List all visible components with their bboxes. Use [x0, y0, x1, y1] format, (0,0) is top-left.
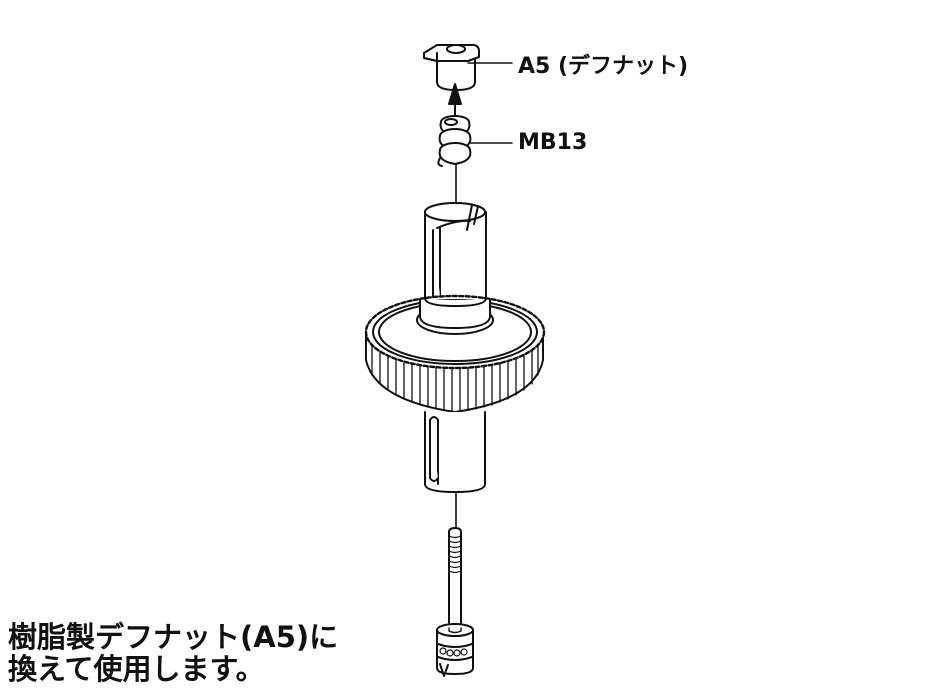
- spring-mb13-part: [437, 115, 513, 167]
- diff-nut-a5-part: [423, 43, 513, 91]
- callout-label-mb13-spring: MB13: [518, 130, 588, 155]
- lower-cup-shaft: [424, 411, 486, 493]
- callout-label-a5-diff-nut: A5 (デフナット): [518, 54, 689, 79]
- spur-gear: [364, 294, 546, 413]
- diff-screw-part: [436, 527, 474, 677]
- instruction-note-line-1: 樹脂製デフナット(A5)に: [8, 620, 339, 654]
- instruction-note-line-2: 換えて使用します。: [8, 652, 265, 686]
- upper-cup-shaft: [424, 202, 487, 300]
